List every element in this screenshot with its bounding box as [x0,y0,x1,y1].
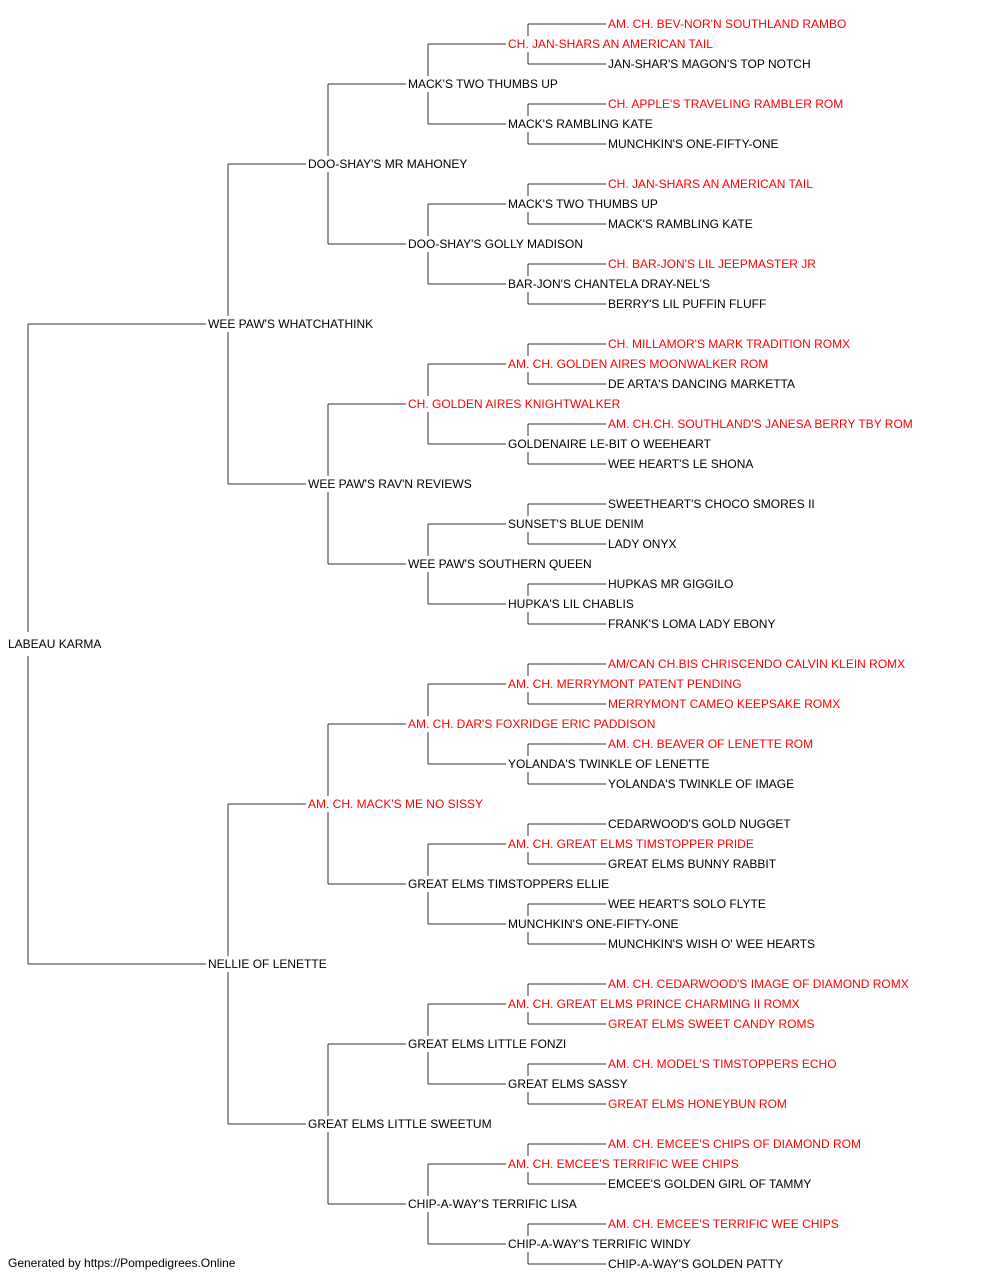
footer-credit: Generated by https://Pompedigrees.Online [8,1256,236,1270]
ancestor-name-gen1: NELLIE OF LENETTE [208,957,327,971]
ancestor-name-gen4: GREAT ELMS SASSY [508,1077,628,1091]
ancestor-name-gen5: CHIP-A-WAY'S GOLDEN PATTY [608,1257,783,1271]
ancestor-name-gen5: CH. APPLE'S TRAVELING RAMBLER ROM [608,97,843,111]
ancestor-name-gen5: MUNCHKIN'S ONE-FIFTY-ONE [608,137,779,151]
ancestor-name-gen4: HUPKA'S LIL CHABLIS [508,597,634,611]
ancestor-name-gen5: JAN-SHAR'S MAGON'S TOP NOTCH [608,57,811,71]
ancestor-name-gen4: MACK'S TWO THUMBS UP [508,197,658,211]
ancestor-name-gen3: CH. GOLDEN AIRES KNIGHTWALKER [408,397,621,411]
ancestor-name-gen3: AM. CH. DAR'S FOXRIDGE ERIC PADDISON [408,717,655,731]
ancestor-name-gen5: WEE HEART'S SOLO FLYTE [608,897,766,911]
ancestor-name-gen3: CHIP-A-WAY'S TERRIFIC LISA [408,1197,577,1211]
ancestor-name-gen5: AM. CH. EMCEE'S TERRIFIC WEE CHIPS [608,1217,839,1231]
ancestor-name-gen5: LADY ONYX [608,537,676,551]
ancestor-name-gen2: AM. CH. MACK'S ME NO SISSY [308,797,483,811]
ancestor-name-gen5: AM. CH. MODEL'S TIMSTOPPERS ECHO [608,1057,837,1071]
ancestor-name-gen5: AM. CH. BEV-NOR'N SOUTHLAND RAMBO [608,17,846,31]
ancestor-name-gen5: AM. CH. BEAVER OF LENETTE ROM [608,737,813,751]
ancestor-name-gen4: CH. JAN-SHARS AN AMERICAN TAIL [508,37,713,51]
ancestor-name-gen5: CH. BAR-JON'S LIL JEEPMASTER JR [608,257,816,271]
ancestor-name-gen4: BAR-JON'S CHANTELA DRAY-NEL'S [508,277,710,291]
ancestor-name-gen5: MUNCHKIN'S WISH O' WEE HEARTS [608,937,815,951]
ancestor-name-gen5: HUPKAS MR GIGGILO [608,577,733,591]
ancestor-name-gen3: GREAT ELMS LITTLE FONZI [408,1037,566,1051]
ancestor-name-gen4: AM. CH. GREAT ELMS TIMSTOPPER PRIDE [508,837,754,851]
ancestor-name-gen4: MACK'S RAMBLING KATE [508,117,653,131]
ancestor-name-gen5: AM. CH. CEDARWOOD'S IMAGE OF DIAMOND ROM… [608,977,909,991]
ancestor-name-gen5: CEDARWOOD'S GOLD NUGGET [608,817,791,831]
ancestor-name-gen5: BERRY'S LIL PUFFIN FLUFF [608,297,766,311]
ancestor-name-gen4: MUNCHKIN'S ONE-FIFTY-ONE [508,917,679,931]
ancestor-name-gen3: MACK'S TWO THUMBS UP [408,77,558,91]
ancestor-name-gen4: AM. CH. EMCEE'S TERRIFIC WEE CHIPS [508,1157,739,1171]
ancestor-name-gen4: CHIP-A-WAY'S TERRIFIC WINDY [508,1237,691,1251]
ancestor-name-gen2: GREAT ELMS LITTLE SWEETUM [308,1117,492,1131]
ancestor-name-gen5: MERRYMONT CAMEO KEEPSAKE ROMX [608,697,840,711]
ancestor-name-gen5: AM/CAN CH.BIS CHRISCENDO CALVIN KLEIN RO… [608,657,905,671]
ancestor-name-gen5: DE ARTA'S DANCING MARKETTA [608,377,795,391]
ancestor-name-gen2: WEE PAW'S RAV'N REVIEWS [308,477,472,491]
ancestor-name-gen5: MACK'S RAMBLING KATE [608,217,753,231]
ancestor-name-gen3: WEE PAW'S SOUTHERN QUEEN [408,557,592,571]
ancestor-name-gen5: FRANK'S LOMA LADY EBONY [608,617,775,631]
ancestor-name-gen4: AM. CH. GREAT ELMS PRINCE CHARMING II RO… [508,997,800,1011]
ancestor-name-gen3: GREAT ELMS TIMSTOPPERS ELLIE [408,877,609,891]
ancestor-name-gen5: SWEETHEART'S CHOCO SMORES II [608,497,815,511]
ancestor-name-gen4: GOLDENAIRE LE-BIT O WEEHEART [508,437,712,451]
ancestor-name-gen4: AM. CH. GOLDEN AIRES MOONWALKER ROM [508,357,768,371]
ancestor-name-gen5: GREAT ELMS BUNNY RABBIT [608,857,777,871]
ancestor-name-gen5: YOLANDA'S TWINKLE OF IMAGE [608,777,794,791]
ancestor-name-gen5: CH. JAN-SHARS AN AMERICAN TAIL [608,177,813,191]
ancestor-name-gen5: WEE HEART'S LE SHONA [608,457,753,471]
ancestor-name-gen1: WEE PAW'S WHATCHATHINK [208,317,373,331]
ancestor-name-gen5: AM. CH. EMCEE'S CHIPS OF DIAMOND ROM [608,1137,861,1151]
ancestor-name-gen5: GREAT ELMS SWEET CANDY ROMS [608,1017,814,1031]
ancestor-name-gen4: AM. CH. MERRYMONT PATENT PENDING [508,677,742,691]
ancestor-name-gen2: DOO-SHAY'S MR MAHONEY [308,157,467,171]
ancestor-name-gen3: DOO-SHAY'S GOLLY MADISON [408,237,583,251]
ancestor-name-gen4: SUNSET'S BLUE DENIM [508,517,644,531]
subject-name: LABEAU KARMA [8,637,101,651]
ancestor-name-gen5: AM. CH.CH. SOUTHLAND'S JANESA BERRY TBY … [608,417,913,431]
ancestor-name-gen4: YOLANDA'S TWINKLE OF LENETTE [508,757,709,771]
ancestor-name-gen5: CH. MILLAMOR'S MARK TRADITION ROMX [608,337,850,351]
ancestor-name-gen5: GREAT ELMS HONEYBUN ROM [608,1097,787,1111]
ancestor-name-gen5: EMCEE'S GOLDEN GIRL OF TAMMY [608,1177,811,1191]
